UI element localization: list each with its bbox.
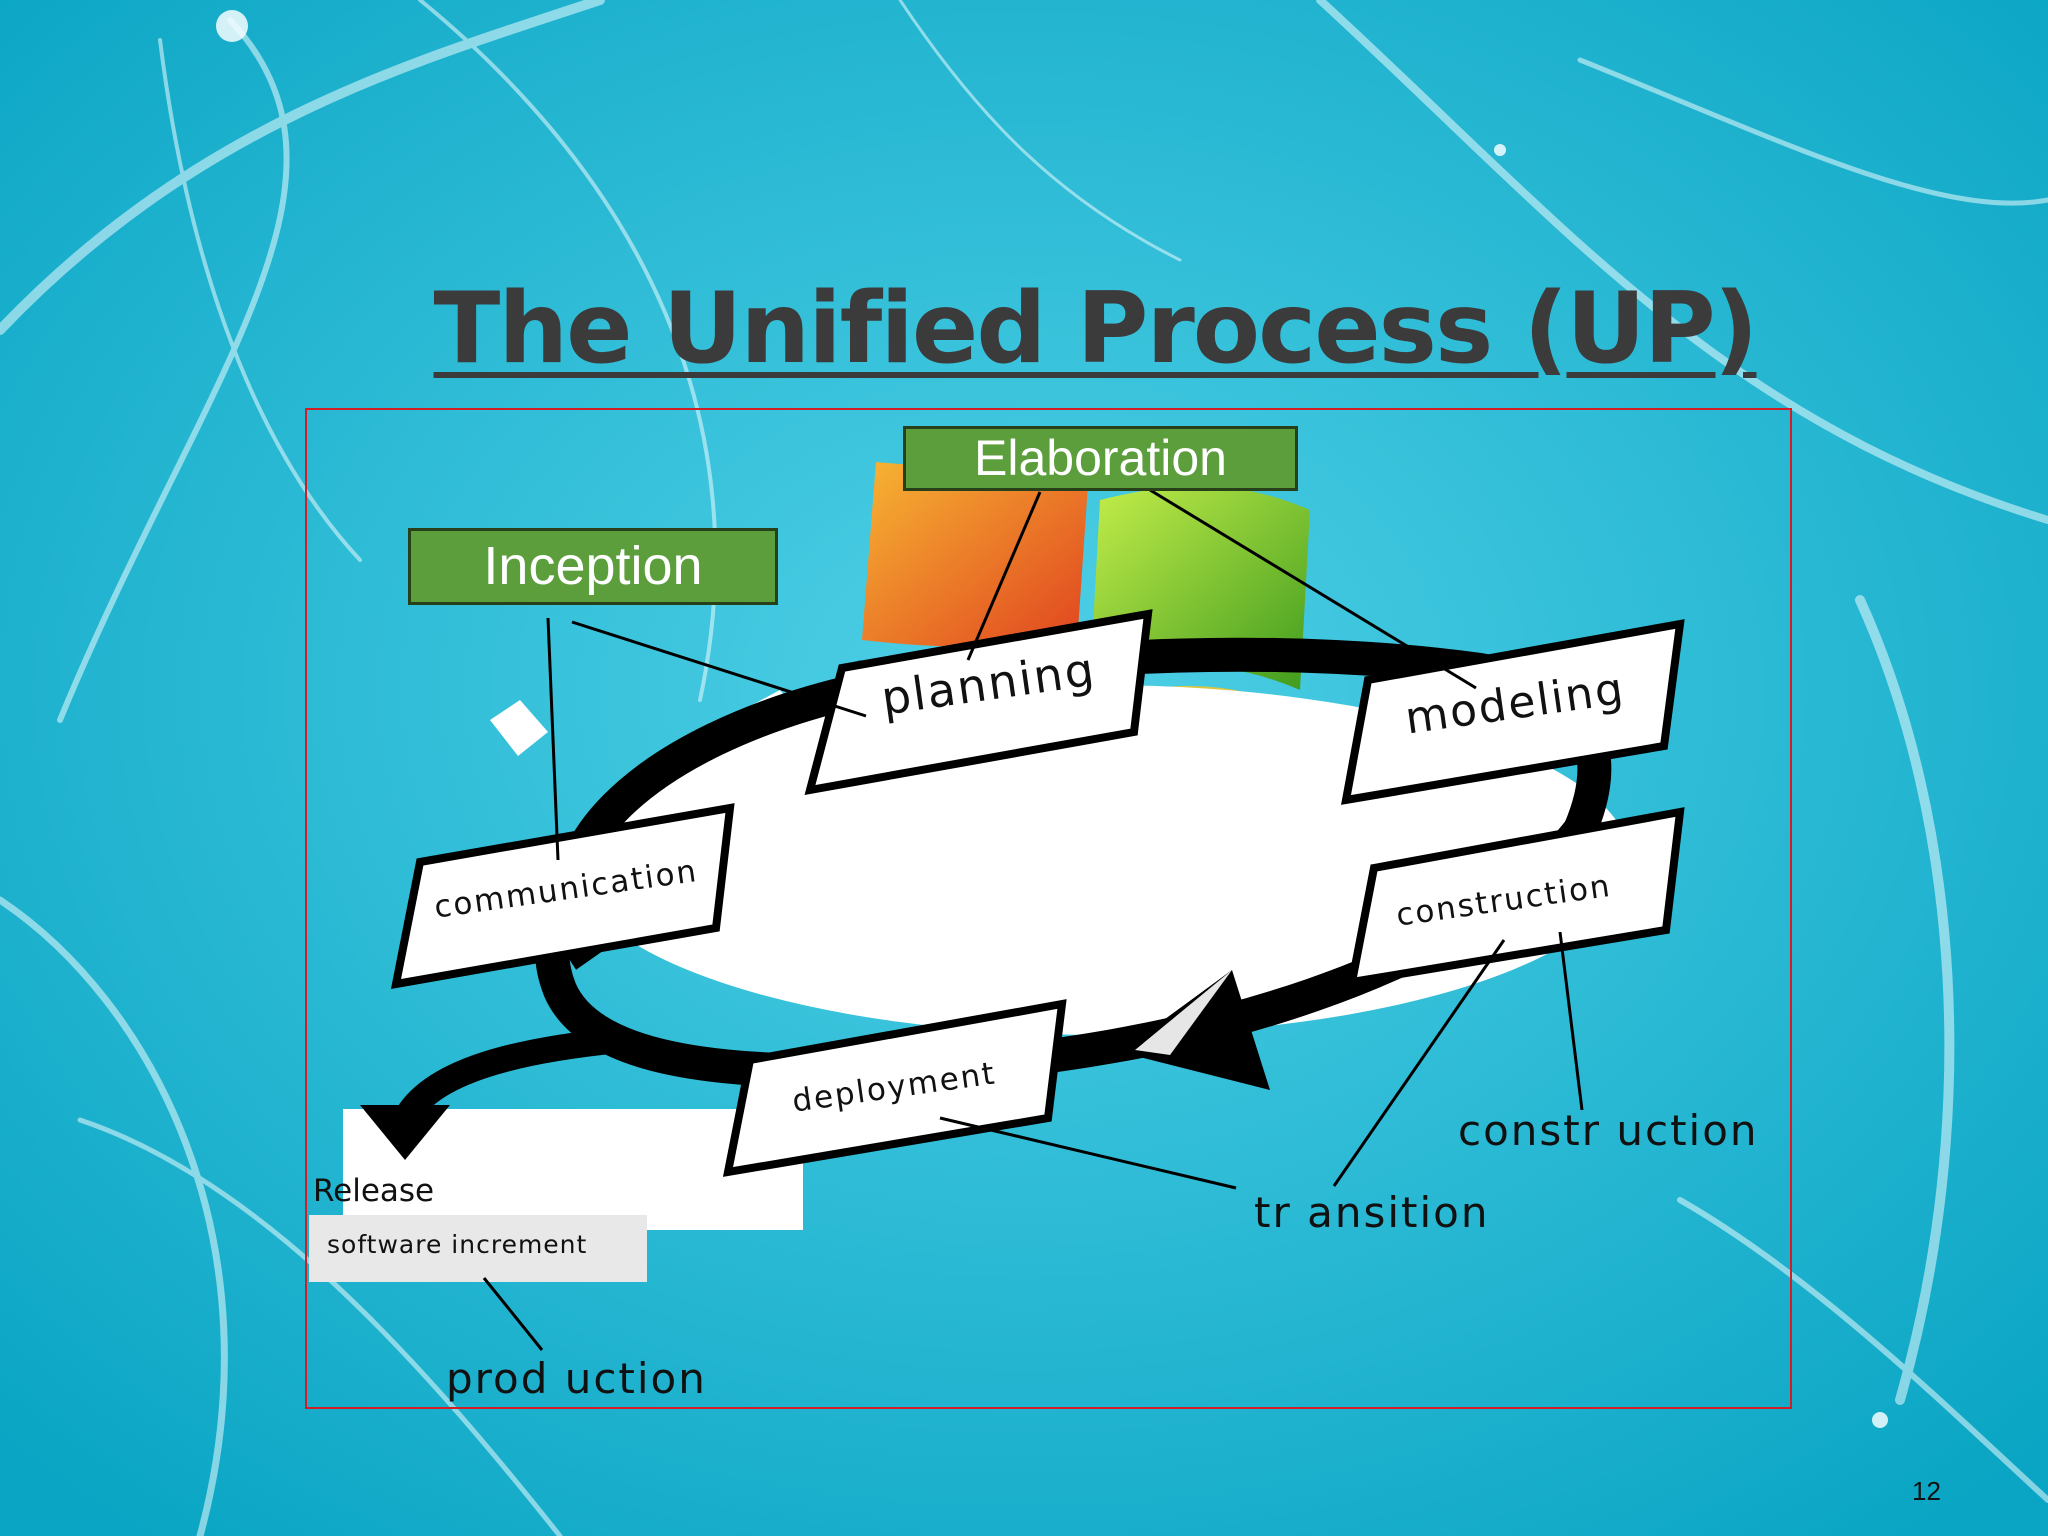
phase-inception-label: Inception [483, 536, 703, 596]
connector-inception-planning [571, 620, 867, 718]
phase-construction-label: constr uction [1458, 1106, 1759, 1155]
card-construction [1346, 807, 1685, 987]
diagram-frame [305, 408, 1792, 1409]
phase-production-label: prod uction [446, 1354, 707, 1403]
card-deployment [722, 999, 1067, 1177]
page-number: 12 [1912, 1476, 1941, 1506]
card-communication [390, 803, 735, 989]
release-arrowhead [360, 1105, 450, 1160]
phase-inception: Inception [408, 528, 778, 605]
connector-construction-label [1558, 931, 1584, 1111]
connector-production-increment [482, 1277, 544, 1351]
connector-elaboration-planning [966, 491, 1042, 661]
connector-transition-deployment [939, 1116, 1237, 1190]
card-modeling [1341, 619, 1685, 805]
slide-title: The Unified Process (UP) [433, 272, 1759, 386]
software-increment-box [309, 1215, 647, 1282]
phase-transition-label: tr ansition [1254, 1188, 1490, 1237]
phase-elaboration-label: Elaboration [974, 430, 1227, 486]
connector-inception-communication [546, 617, 560, 861]
loop-arrowhead [1120, 970, 1270, 1090]
software-increment-label: software increment [327, 1230, 588, 1259]
card-planning [804, 609, 1153, 796]
connector-transition-construction [1332, 939, 1506, 1187]
release-label: Release [313, 1173, 435, 1209]
release-arrow-tail [393, 1027, 622, 1127]
phase-elaboration: Elaboration [903, 426, 1298, 491]
connector-elaboration-modeling [1149, 488, 1477, 690]
